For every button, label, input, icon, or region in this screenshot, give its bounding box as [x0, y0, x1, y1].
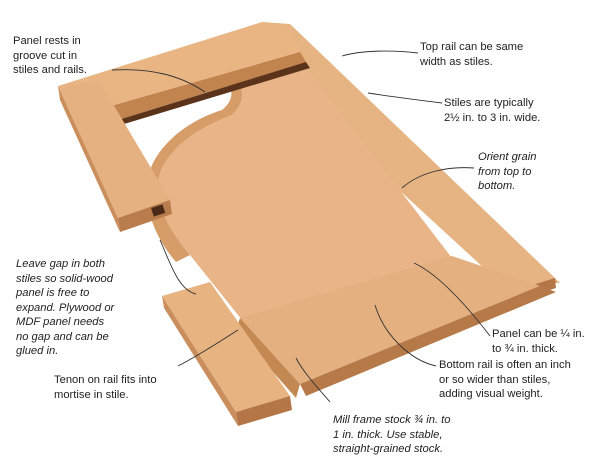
leader-panel-rests: [111, 69, 206, 93]
leader-leave-gap: [159, 239, 197, 295]
callout-mill-stock: Mill frame stock ¾ in. to 1 in. thick. U…: [333, 414, 451, 455]
callout-top-rail: Top rail can be same width as stiles.: [420, 41, 524, 68]
leader-lines: [111, 50, 491, 403]
callout-panel-rests: Panel rests in groove cut in stiles and …: [13, 35, 87, 76]
callout-leave-gap: Leave gap in both stiles so solid-wood p…: [16, 258, 115, 357]
callout-tenon: Tenon on rail fits into mortise in stile…: [54, 374, 157, 401]
leader-bottom-rail: [374, 304, 437, 367]
top-rail: [58, 22, 310, 124]
leader-panel-thickness: [413, 262, 491, 337]
leader-top-rail: [341, 50, 419, 57]
callout-orient-grain: Orient grain from top to bottom.: [478, 151, 537, 192]
left-stile-lower: [162, 282, 292, 426]
bottom-rail: [236, 256, 556, 398]
callout-stiles-width: Stiles are typically 2½ in. to 3 in. wid…: [444, 97, 541, 124]
leader-tenon: [177, 329, 239, 367]
panel: [120, 60, 455, 330]
leader-orient-grain: [401, 167, 475, 189]
callout-bottom-rail: Bottom rail is often an inch or so wider…: [439, 359, 571, 400]
leader-mill-stock: [295, 357, 331, 403]
callout-panel-thickness: Panel can be ¼ in. to ¾ in. thick.: [492, 328, 585, 355]
leader-stiles: [367, 92, 443, 104]
left-stile: [58, 82, 172, 232]
